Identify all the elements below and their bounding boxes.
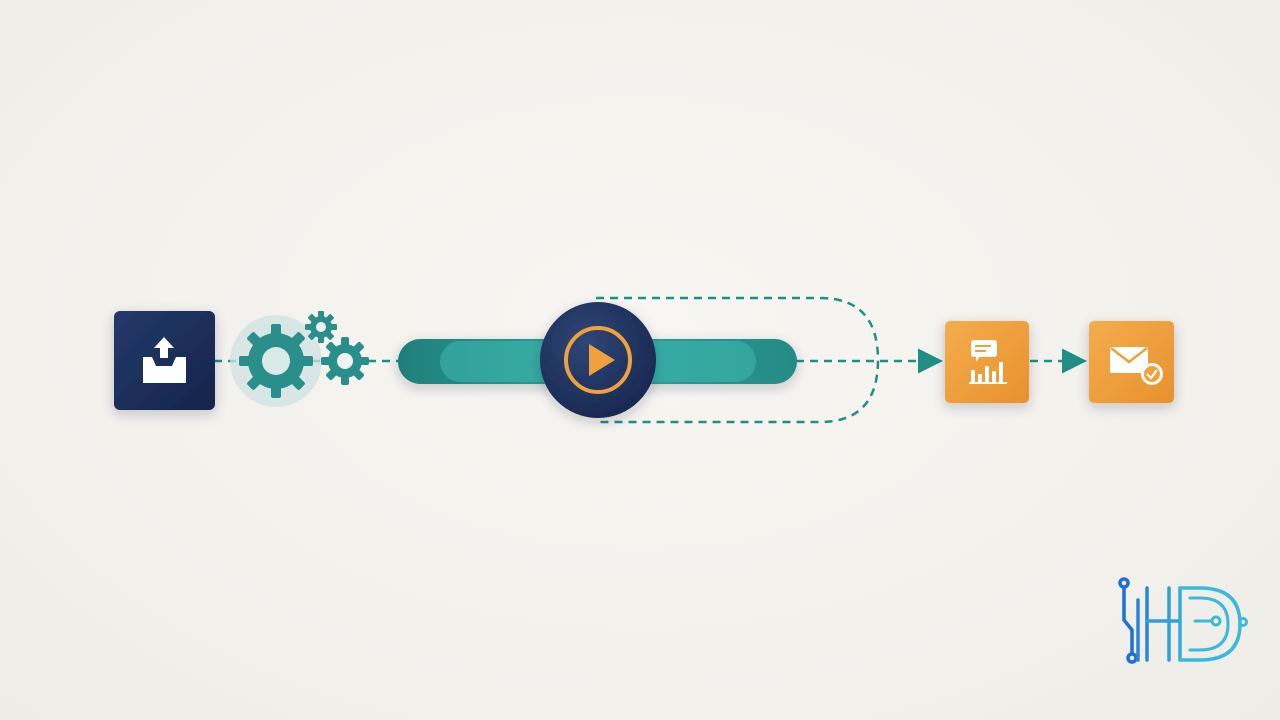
chart-report-icon	[969, 340, 1007, 384]
gears-icon	[239, 311, 369, 398]
upload-node[interactable]	[114, 311, 215, 410]
connector-loop	[596, 296, 880, 424]
report-node[interactable]	[945, 321, 1029, 403]
play-button[interactable]	[540, 302, 656, 418]
inbox-upload-icon	[143, 337, 186, 383]
play-icon	[589, 344, 615, 376]
email-node[interactable]	[1089, 321, 1174, 403]
process-node	[230, 311, 369, 407]
play-ring	[564, 326, 632, 394]
hd-logo	[1118, 577, 1248, 664]
email-check-icon	[1110, 347, 1163, 385]
